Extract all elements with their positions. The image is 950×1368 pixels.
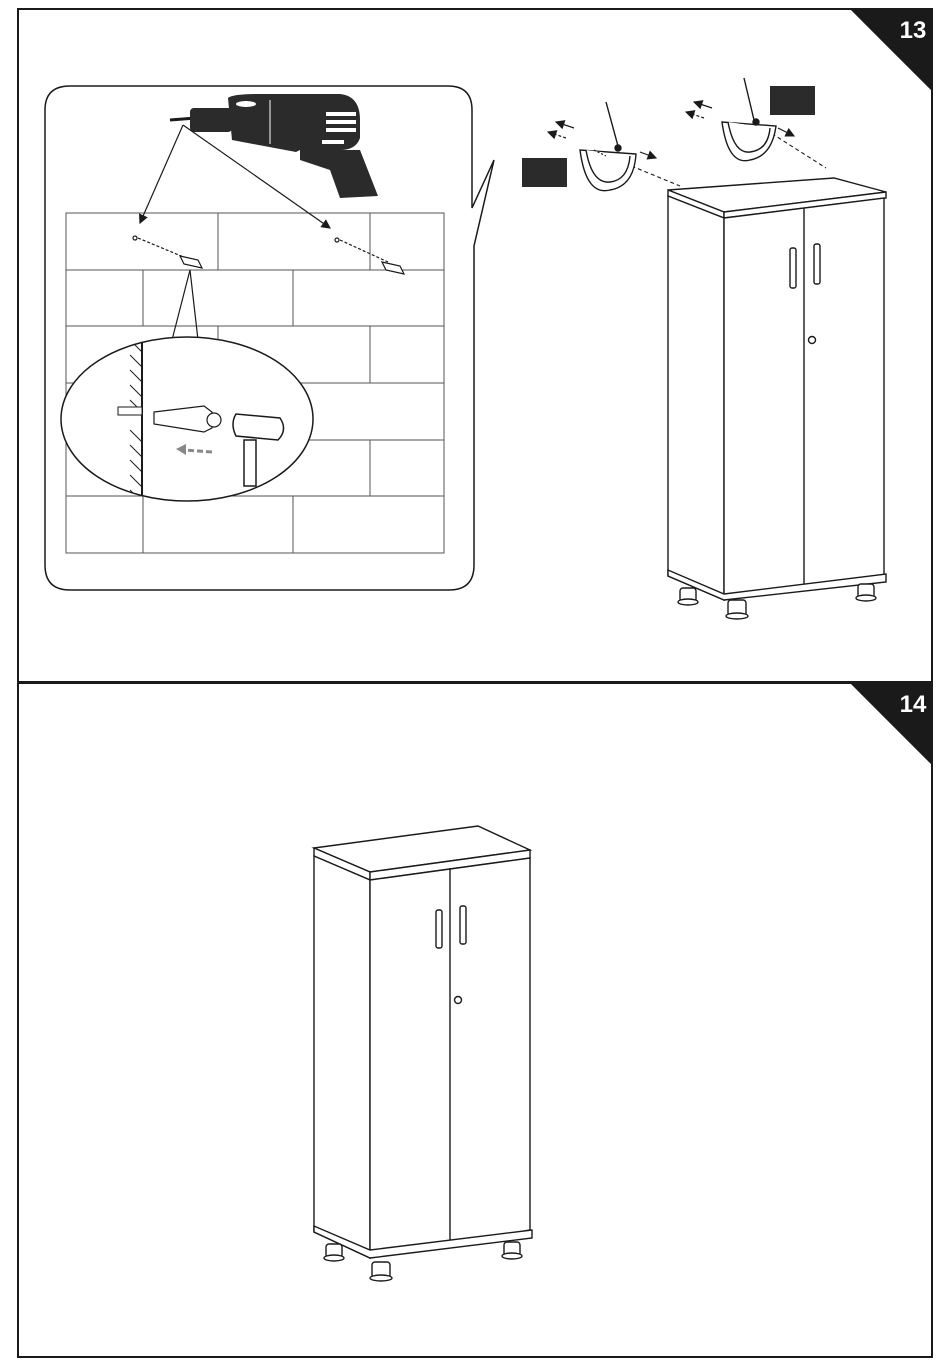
two-door-cabinet-icon <box>314 826 532 1281</box>
step-14-panel: 14 <box>18 683 932 1357</box>
part-label-box <box>522 158 567 187</box>
part-label-box <box>770 86 815 115</box>
step-14-number: 14 <box>900 691 927 718</box>
step-13-number: 13 <box>900 17 927 44</box>
two-door-cabinet-icon <box>668 178 886 619</box>
step-13-panel: 13 <box>18 9 932 682</box>
